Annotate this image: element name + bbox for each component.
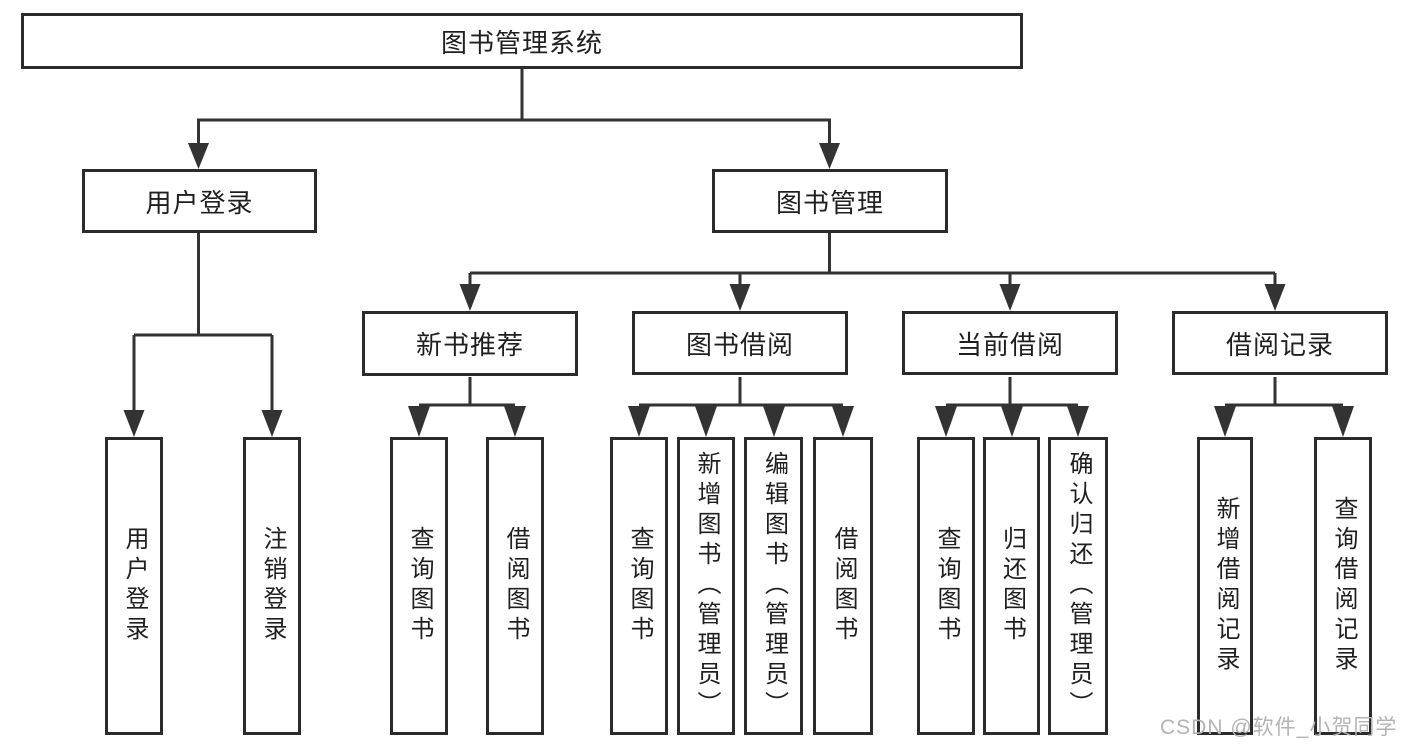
node-book-management-branch: 图书管理 (712, 169, 948, 233)
csdn-watermark: CSDN @软件_小贺同学 (1160, 716, 1398, 739)
leaf-return-book: 归还图书 (983, 437, 1040, 735)
node-user-login-branch: 用户登录 (82, 169, 317, 233)
node-root: 图书管理系统 (21, 13, 1023, 69)
leaf-query-borrow-record: 查询借阅记录 (1314, 437, 1372, 735)
leaf-query-books-recommend: 查询图书 (390, 437, 448, 735)
leaf-user-login: 用户登录 (105, 437, 163, 735)
leaf-edit-book-admin: 编辑图书（管理员） (744, 437, 803, 735)
leaf-query-books-current: 查询图书 (917, 437, 975, 735)
node-current-borrow: 当前借阅 (902, 311, 1118, 375)
leaf-add-book-admin: 新增图书（管理员） (677, 437, 735, 735)
leaf-add-borrow-record: 新增借阅记录 (1197, 437, 1253, 735)
node-borrow-records: 借阅记录 (1172, 311, 1388, 375)
leaf-query-books-borrow: 查询图书 (610, 437, 668, 735)
node-book-borrow: 图书借阅 (632, 311, 848, 375)
leaf-logout: 注销登录 (243, 437, 301, 735)
leaf-borrow-books-recommend: 借阅图书 (486, 437, 544, 735)
leaf-borrow-books: 借阅图书 (813, 437, 873, 735)
leaf-confirm-return-admin: 确认归还（管理员） (1048, 437, 1108, 735)
arrowheads (123, 143, 1354, 437)
node-new-book-recommend: 新书推荐 (362, 311, 578, 376)
